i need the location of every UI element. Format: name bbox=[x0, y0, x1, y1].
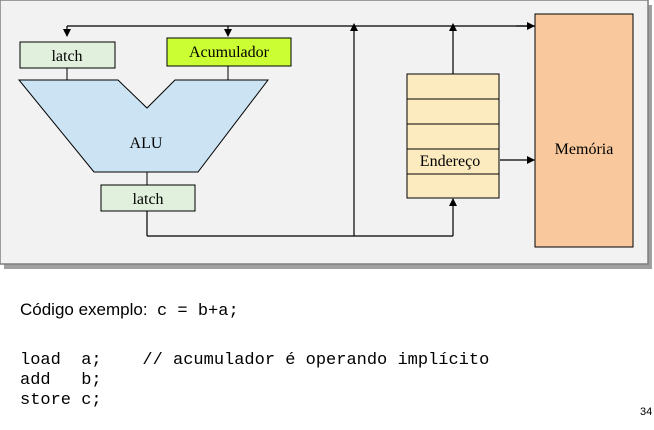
caption: Código exemplo: c = b+a; bbox=[20, 300, 239, 321]
latch-bottom-box bbox=[100, 184, 196, 212]
memory-label: Memória bbox=[555, 141, 614, 158]
code-line-1: load a; // acumulador é operando implíci… bbox=[20, 351, 490, 370]
latch-top-box bbox=[19, 41, 116, 69]
code-line-2: add b; bbox=[20, 371, 102, 390]
alu-shape bbox=[17, 79, 270, 173]
bus-lines bbox=[63, 22, 535, 237]
accumulator-box bbox=[166, 37, 292, 67]
address-register-label: Endereço bbox=[420, 153, 480, 170]
alu-label: ALU bbox=[130, 135, 163, 152]
latch-top-label: latch bbox=[51, 48, 82, 65]
caption-label: Código exemplo: bbox=[20, 300, 148, 319]
accumulator-label: Acumulador bbox=[189, 44, 270, 61]
latch-bottom-label: latch bbox=[132, 191, 163, 208]
slide-number: 34 bbox=[640, 406, 653, 418]
memory-box bbox=[534, 13, 634, 248]
cpu-diagram: latch Acumulador ALU latch Endereço Memó… bbox=[0, 0, 652, 269]
code-line-3: store c; bbox=[20, 391, 102, 410]
caption-expression: c = b+a; bbox=[157, 302, 239, 321]
register-stack bbox=[406, 73, 500, 199]
